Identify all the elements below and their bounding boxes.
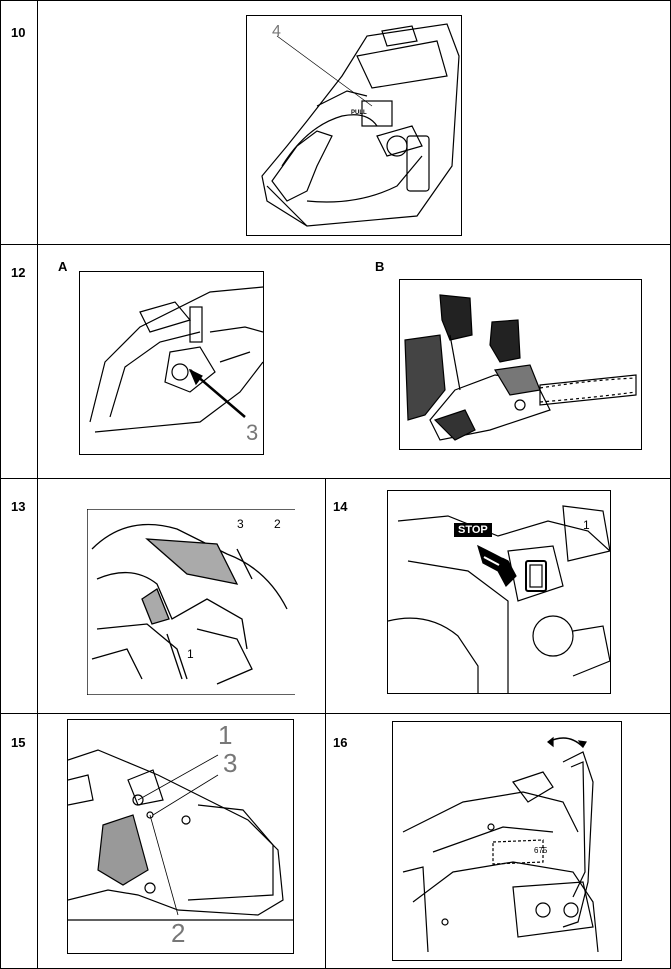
row-number-10: 10 (11, 25, 26, 40)
figure-13-side-view: 3 2 1 (87, 509, 295, 695)
callout-1: 1 (187, 647, 194, 661)
row-number-12: 12 (11, 265, 26, 280)
figure-12b-chainsaw-start-position (399, 279, 642, 450)
callout-4: 4 (272, 23, 281, 40)
number-column-divider (37, 1, 38, 968)
callout-2: 2 (171, 918, 186, 948)
row-number-16: 16 (333, 735, 348, 750)
figure-12a-brake-release: 3 (79, 271, 264, 455)
column-divider (325, 478, 326, 968)
callout-3: 3 (237, 517, 244, 531)
row-divider (1, 713, 670, 714)
figure-16-top-handle: 675 (392, 721, 622, 961)
figure-10-chainsaw-handle: 4 PULL (246, 15, 462, 236)
stop-label: STOP (454, 523, 492, 537)
row-divider (1, 478, 670, 479)
row-divider (1, 244, 670, 245)
callout-1: 1 (218, 720, 233, 750)
sublabel-a: A (58, 259, 68, 274)
figure-15-air-filter-cover: 1 3 2 (67, 719, 294, 954)
figure-14-stop-switch: STOP 1 (387, 490, 611, 694)
model-number-label: 675 (534, 846, 548, 855)
sublabel-b: B (375, 259, 385, 274)
pull-stamp: PULL (351, 110, 367, 116)
row-number-14: 14 (333, 499, 348, 514)
callout-3: 3 (223, 748, 238, 778)
callout-3: 3 (246, 420, 259, 445)
row-number-15: 15 (11, 735, 26, 750)
callout-2: 2 (274, 517, 281, 531)
callout-1: 1 (583, 518, 590, 532)
row-number-13: 13 (11, 499, 26, 514)
